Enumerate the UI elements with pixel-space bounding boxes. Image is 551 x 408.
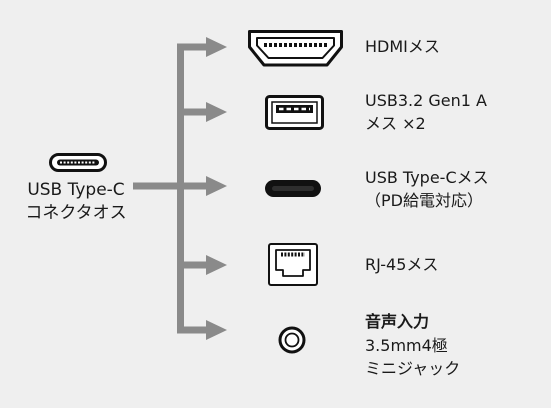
audio-label: 音声入力 3.5mm4極 ミニジャック bbox=[365, 310, 460, 381]
audio-label-line2: 3.5mm4極 bbox=[365, 335, 448, 355]
usb-a-label-line1: USB3.2 Gen1 A bbox=[365, 91, 487, 110]
usb-c-plug-icon bbox=[49, 153, 107, 172]
arrow-head bbox=[206, 255, 227, 275]
usb-c-label-line1: USB Type-Cメス bbox=[365, 168, 489, 187]
audio-label-line3: ミニジャック bbox=[365, 359, 461, 378]
branch-arrow-usb-a bbox=[177, 102, 227, 122]
branch-arrow-audio bbox=[177, 320, 227, 340]
input-connector-label-line2: コネクタオス bbox=[25, 203, 127, 223]
usb-c-label: USB Type-Cメス （PD給電対応） bbox=[365, 166, 489, 212]
arrow-shaft bbox=[177, 108, 208, 116]
usb-a-port-icon bbox=[265, 95, 324, 130]
arrow-shaft bbox=[177, 182, 208, 190]
input-connector-label: USB Type-C コネクタオス bbox=[12, 179, 140, 225]
usb-a-label-line2: メス ×2 bbox=[365, 114, 426, 133]
audio-jack-icon bbox=[278, 326, 306, 354]
rj45-label-line1: RJ-45メス bbox=[365, 255, 439, 274]
arrow-head bbox=[206, 320, 227, 340]
arrow-head bbox=[206, 102, 227, 122]
branch-arrows bbox=[133, 37, 227, 340]
audio-label-title: 音声入力 bbox=[365, 312, 430, 331]
input-connector-label-line1: USB Type-C bbox=[27, 180, 125, 200]
usb-c-port-icon bbox=[265, 180, 321, 197]
branch-arrow-usb-c bbox=[177, 176, 227, 196]
input-stem bbox=[133, 182, 181, 190]
usb-a-label: USB3.2 Gen1 A メス ×2 bbox=[365, 89, 487, 135]
hdmi-label-line1: HDMIメス bbox=[365, 37, 440, 56]
rj45-port-icon bbox=[268, 243, 318, 286]
branch-arrow-rj45 bbox=[177, 255, 227, 275]
arrow-head bbox=[206, 37, 227, 57]
arrow-shaft bbox=[177, 326, 208, 334]
rj45-label: RJ-45メス bbox=[365, 253, 438, 276]
arrow-head bbox=[206, 176, 227, 196]
arrow-shaft bbox=[177, 43, 208, 51]
hdmi-port-icon bbox=[248, 30, 343, 67]
arrow-shaft bbox=[177, 261, 208, 269]
usb-c-label-line2: （PD給電対応） bbox=[365, 191, 483, 210]
hdmi-label: HDMIメス bbox=[365, 35, 440, 58]
branch-arrow-hdmi bbox=[177, 37, 227, 57]
